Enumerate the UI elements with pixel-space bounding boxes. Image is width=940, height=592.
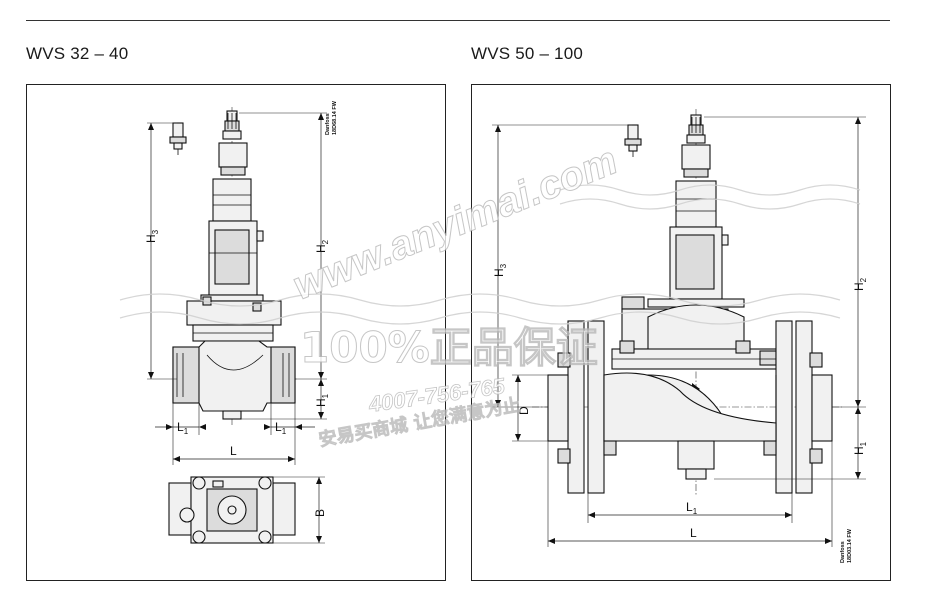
label-h1: H1: [852, 441, 868, 455]
label-l: L: [690, 526, 697, 540]
upper-housing: [669, 144, 729, 300]
dim-b: [273, 476, 325, 544]
diagram-frame-wvs-50-100: H3 D H2 H1 L1 L Danfoss: [471, 84, 891, 581]
dim-h2: [704, 116, 866, 408]
label-h1: H1: [314, 393, 330, 407]
drawing-code-line1: Danfoss: [840, 541, 846, 563]
label-h3: H3: [492, 263, 508, 277]
valve-drawing-wvs-50-100: H3 D H2 H1 L1 L Danfoss: [492, 109, 868, 563]
sensor-part: [169, 122, 187, 155]
dim-h1: [714, 407, 866, 480]
section-title-wvs-32-40: WVS 32 – 40: [26, 44, 129, 63]
top-connector: [222, 110, 242, 140]
drawing-code-line2: 18D03.14 FW: [847, 528, 853, 563]
dim-h2: [239, 112, 327, 380]
dim-d: [512, 374, 548, 442]
dim-h1: [241, 379, 327, 420]
dim-l: [547, 441, 833, 547]
label-h2: H2: [314, 239, 330, 253]
label-h3: H3: [144, 229, 160, 243]
valve-body: [547, 320, 833, 494]
dim-h3: [147, 122, 177, 380]
diagram-frame-wvs-32-40: H3 H2 H1 Danfoss 18D68.14 FW L1 L1 L: [26, 84, 446, 581]
label-l1-right: L1: [275, 420, 287, 436]
dim-h3: [492, 124, 632, 408]
upper-housing: [208, 142, 264, 296]
section-title-wvs-50-100: WVS 50 – 100: [471, 44, 584, 63]
bonnet: [186, 294, 282, 342]
label-l: L: [230, 444, 237, 458]
drawing-code-line2: 18D68.14 FW: [332, 100, 338, 135]
valve-drawing-wvs-32-40: H3 H2 H1 Danfoss 18D68.14 FW L1 L1 L: [144, 100, 338, 544]
drawing-code-line1: Danfoss: [325, 113, 331, 135]
label-l1: L1: [686, 500, 698, 516]
label-l1-left: L1: [177, 420, 189, 436]
top-connector: [686, 114, 706, 144]
valve-body: [172, 340, 296, 420]
sensor-part: [624, 124, 642, 157]
top-rule: [26, 20, 890, 21]
label-h2: H2: [852, 277, 868, 291]
valve-plan-view: [168, 476, 296, 544]
label-b: B: [313, 509, 327, 517]
dim-l: [155, 403, 315, 465]
label-d: D: [517, 406, 531, 415]
